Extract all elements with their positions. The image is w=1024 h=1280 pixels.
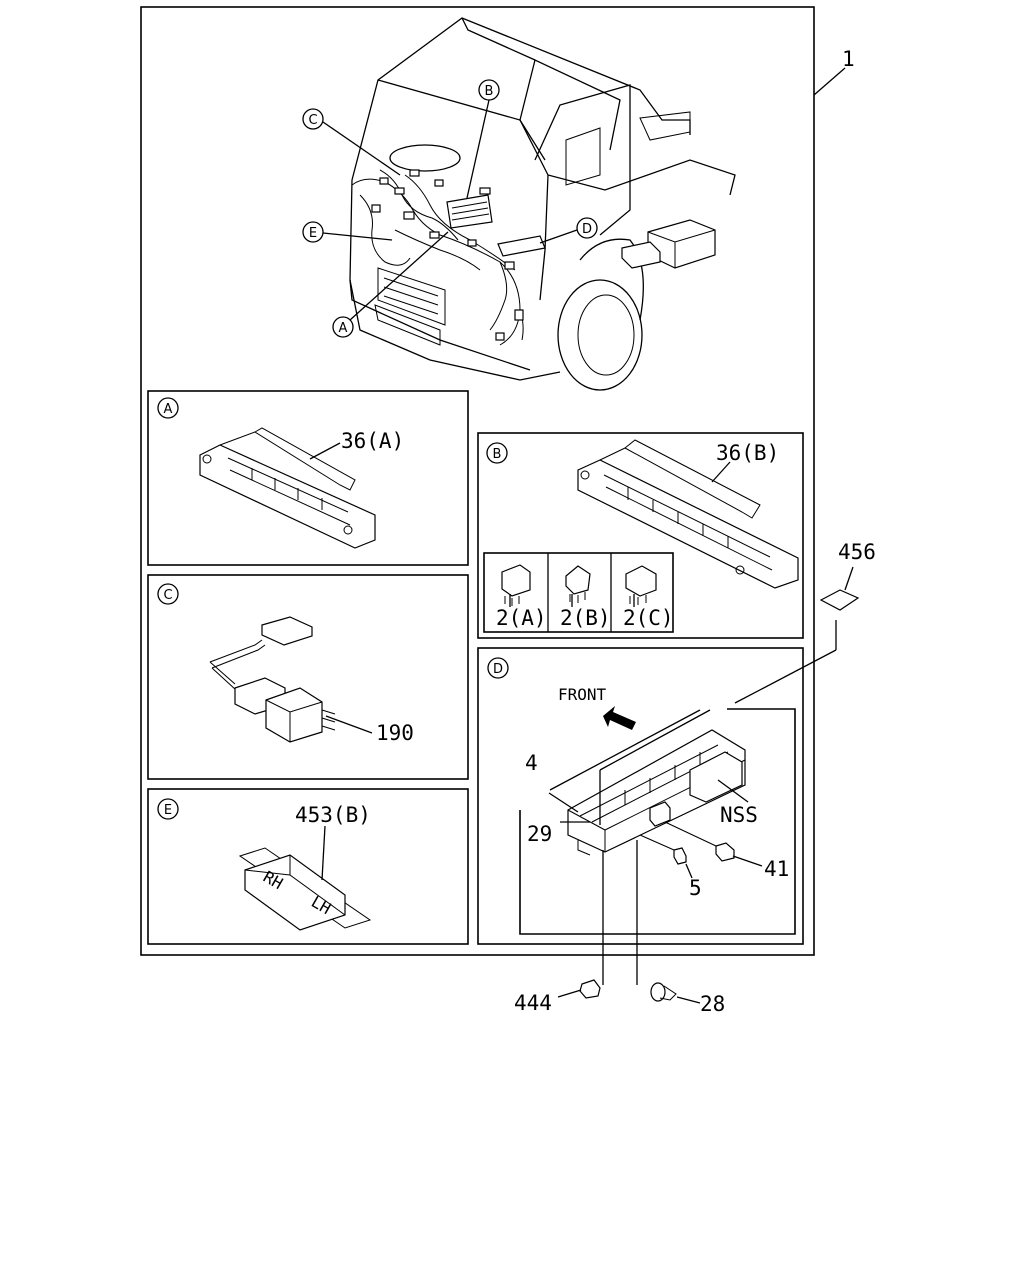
callout-190: 190 [376,721,414,745]
part-41 [715,842,735,862]
relay-2c [625,565,657,605]
detail-c-panel: C 190 [147,574,469,780]
callout-2a: 2(A) [496,606,547,630]
callout-36a: 36(A) [341,429,404,453]
part-5 [673,847,687,865]
detail-d-panel: D FRONT 4 29 NSS 41 [477,647,804,945]
clip-444 [579,979,601,999]
screw-28 [650,982,677,1002]
marker-c-overview: C [308,113,317,128]
truck-illustration [349,17,736,391]
marker-b: B [493,447,502,462]
marker-d-overview: D [582,222,592,237]
callout-4: 4 [525,751,538,775]
callout-41: 41 [764,857,789,881]
marker-c: C [163,588,172,603]
detail-a-panel: A 36(A) [147,390,469,566]
front-label: FRONT [558,685,607,704]
front-arrow-icon [603,706,636,730]
outer-frame [140,6,815,956]
callout-28: 28 [700,992,725,1016]
overview-markers: B C D E A [302,79,598,338]
callout-456: 456 [838,540,876,564]
relay-bracket-b [577,439,799,589]
part-456 [819,589,860,611]
callout-nss: NSS [720,803,758,827]
marker-e-overview: E [309,226,317,241]
fuse-box-4 [567,729,746,856]
relay-2a [501,564,531,606]
fuse-453b: RH LH [238,847,372,931]
detail-e-panel: E RH LH 453(B) [147,788,469,945]
callout-453b: 453(B) [295,803,371,827]
callout-444: 444 [514,991,552,1015]
relay-2b [565,565,591,603]
callout-36b: 36(B) [716,441,779,465]
marker-e: E [164,803,172,818]
marker-b-overview: B [485,84,494,99]
detail-b-panel: B 36(B) 2(A) [477,432,804,639]
marker-d: D [493,662,503,677]
connector-190 [209,616,336,743]
marker-a: A [164,402,173,417]
marker-a-overview: A [339,321,348,336]
callout-29: 29 [527,822,552,846]
relay-bracket-a [199,427,376,549]
callout-2b: 2(B) [560,606,611,630]
callout-5: 5 [689,876,702,900]
callout-1: 1 [842,47,855,71]
callout-2c: 2(C) [623,606,674,630]
